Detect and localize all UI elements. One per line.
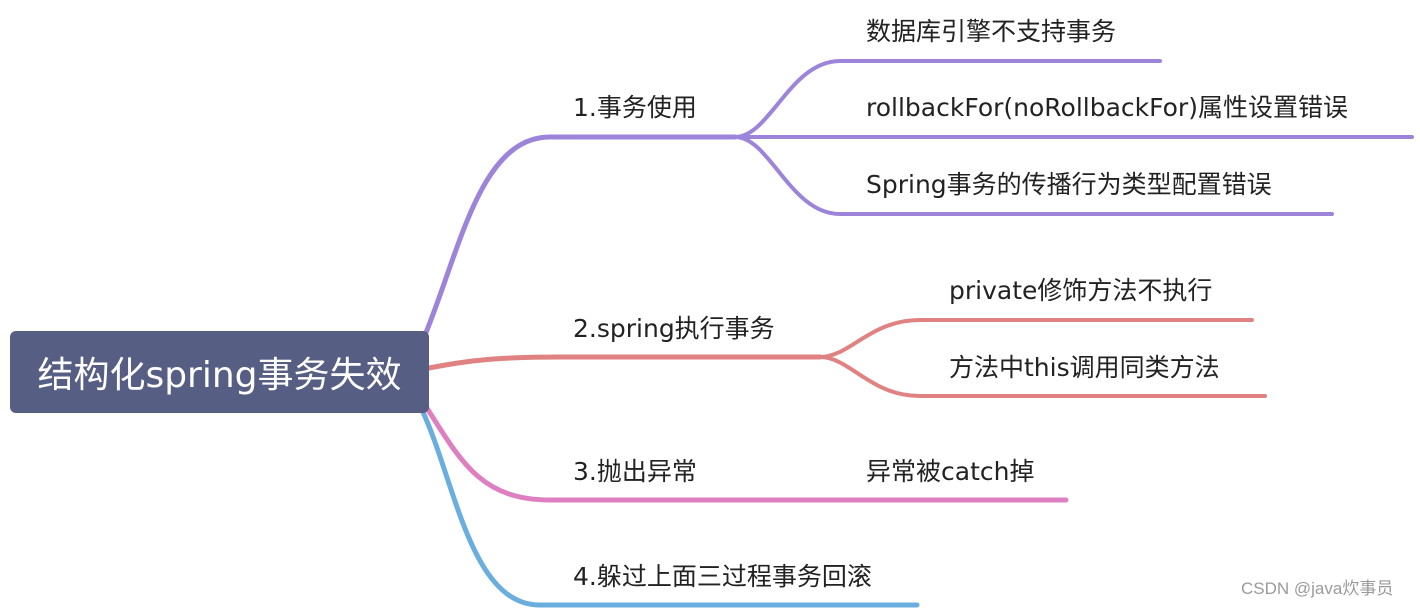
connector-branch-2-to-child-1: [818, 318, 1254, 359]
branch-node-4[interactable]: 4.躲过上面三过程事务回滚: [573, 562, 872, 591]
leaf-node-2-2[interactable]: 方法中this调用同类方法: [949, 353, 1220, 382]
leaf-node-2-1[interactable]: private修饰方法不执行: [949, 276, 1213, 305]
branch-node-2[interactable]: 2.spring执行事务: [573, 314, 775, 343]
connector-root-to-branch-2: [426, 354, 823, 371]
connector-root-to-branch-4: [419, 407, 920, 608]
connector-branch-2-to-child-2: [818, 355, 1267, 398]
root-node[interactable]: 结构化spring事务失效: [10, 331, 429, 413]
connector-root-to-branch-1: [422, 134, 738, 338]
connector-branch-1-to-child-1: [733, 59, 1162, 139]
connector-root-to-branch-3: [422, 402, 1069, 503]
watermark: CSDN @java炊事员: [1241, 579, 1394, 598]
branch-node-3[interactable]: 3.抛出异常: [573, 457, 697, 486]
leaf-node-3-1[interactable]: 异常被catch掉: [866, 457, 1035, 486]
leaf-node-1-2[interactable]: rollbackFor(noRollbackFor)属性设置错误: [866, 93, 1348, 122]
leaf-node-1-3[interactable]: Spring事务的传播行为类型配置错误: [866, 170, 1272, 199]
branch-node-1[interactable]: 1.事务使用: [573, 93, 697, 122]
leaf-node-1-1[interactable]: 数据库引擎不支持事务: [866, 17, 1117, 46]
connector-branch-1-to-child-3: [733, 135, 1334, 216]
root-node-label: 结构化spring事务失效: [37, 355, 402, 396]
